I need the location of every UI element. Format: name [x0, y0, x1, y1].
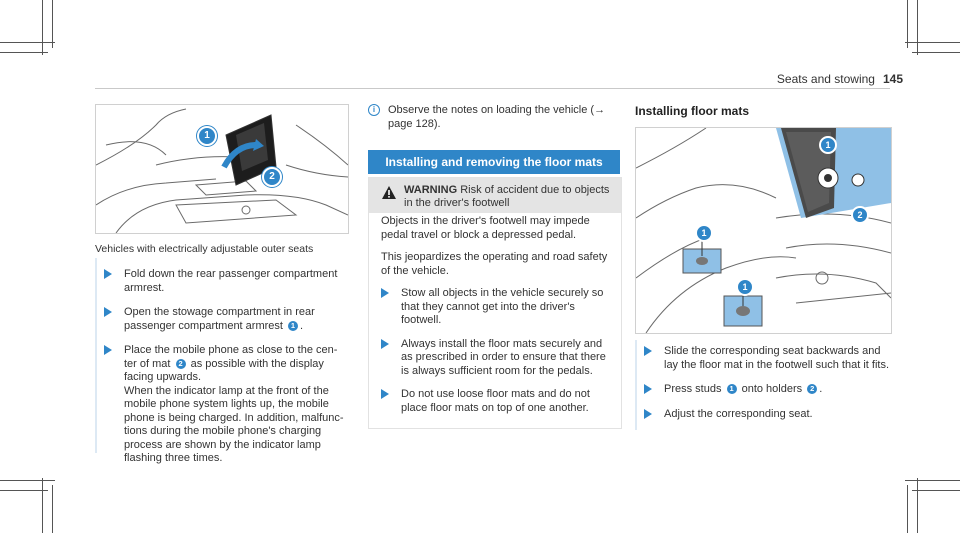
step-arrow-icon: [104, 307, 112, 317]
header-rule: [95, 88, 890, 89]
step-bar: [635, 340, 637, 430]
step-arrow-icon: [644, 384, 652, 394]
note-text: Observe the notes on loading the vehicle…: [388, 104, 606, 130]
step-text: When the indicator lamp at the front of …: [124, 384, 344, 465]
callout-1: 1: [819, 136, 837, 154]
step-item: Do not use loose floor mats and do not p…: [381, 388, 615, 415]
callout-1: 1: [695, 224, 713, 242]
warning-icon: [382, 186, 396, 199]
warning-box: WARNING Risk of accident due to objects …: [368, 177, 622, 429]
callout-2: 2: [262, 167, 282, 187]
armrest-illustration: 1 2: [95, 104, 349, 234]
warning-body: Objects in the driver's footwell may imp…: [381, 215, 615, 425]
right-steps: Slide the corresponding seat backwards a…: [644, 345, 889, 432]
callout-number: 1: [288, 320, 299, 331]
step-item: Adjust the corresponding seat.: [644, 408, 889, 422]
callout-1: 1: [197, 126, 217, 146]
page-header: Seats and stowing 145: [777, 72, 903, 86]
step-text: Open the stowage compartment in rear pas…: [124, 306, 315, 332]
warning-label: WARNING: [404, 184, 458, 196]
step-item: Open the stowage compartment in rear pas…: [104, 306, 344, 333]
warning-header: WARNING Risk of accident due to objects …: [369, 178, 621, 213]
left-steps: Fold down the rear passenger compartment…: [104, 268, 344, 477]
step-item: Slide the corresponding seat backwards a…: [644, 345, 889, 372]
warning-paragraph: Objects in the driver's footwell may imp…: [381, 215, 590, 241]
step-arrow-icon: [381, 288, 389, 298]
step-text: .: [819, 383, 823, 395]
callout-2: 2: [851, 206, 869, 224]
step-arrow-icon: [644, 346, 652, 356]
step-arrow-icon: [644, 408, 652, 419]
step-arrow-icon: [381, 389, 389, 399]
step-item: Fold down the rear passenger compartment…: [104, 268, 344, 295]
callout-number: 2: [807, 384, 818, 394]
step-text: Do not use loose floor mats and do not p…: [401, 388, 590, 414]
figure-caption: Vehicles with electrically adjustable ou…: [95, 243, 314, 255]
step-item: Place the mobile phone as close to the c…: [104, 344, 344, 466]
step-text: Stow all objects in the vehicle securely…: [401, 287, 604, 326]
step-item: Stow all objects in the vehicle securely…: [381, 287, 615, 328]
step-bar: [95, 258, 97, 453]
info-icon: i: [368, 104, 380, 116]
section-title: Seats and stowing: [776, 72, 875, 86]
step-text: as possible with the display facing upwa…: [124, 357, 324, 384]
step-text: Press studs: [664, 383, 722, 395]
step-text: Place the mobile phone as close to the c…: [124, 344, 338, 370]
step-arrow-icon: [381, 338, 389, 349]
floor-mat-illustration: 1 2 1 1: [635, 127, 892, 334]
step-text: Slide the corresponding seat backwards a…: [664, 345, 889, 371]
step-text: .: [300, 319, 304, 332]
step-arrow-icon: [104, 269, 112, 279]
callout-number: 2: [175, 358, 186, 369]
warning-paragraph: This jeopardizes the operating and road …: [381, 251, 608, 277]
callout-number: 1: [726, 384, 737, 394]
step-arrow-icon: [104, 345, 112, 355]
subsection-title: Installing floor mats: [635, 104, 750, 118]
warning-headline: Risk of accident due to objects in the d…: [404, 184, 610, 209]
step-text: Adjust the corresponding seat.: [664, 407, 813, 420]
section-heading: Installing and removing the floor mats: [368, 150, 620, 174]
step-text: Always install the floor mats securely a…: [401, 337, 606, 377]
step-text: Fold down the rear passenger compartment…: [124, 268, 338, 294]
step-item: Press studs 1 onto holders 2.: [644, 383, 889, 397]
step-text: onto holders: [741, 383, 803, 395]
callout-1: 1: [736, 278, 754, 296]
info-note: i Observe the notes on loading the vehic…: [368, 104, 608, 131]
page-number: 145: [882, 72, 903, 86]
step-item: Always install the floor mats securely a…: [381, 338, 615, 379]
